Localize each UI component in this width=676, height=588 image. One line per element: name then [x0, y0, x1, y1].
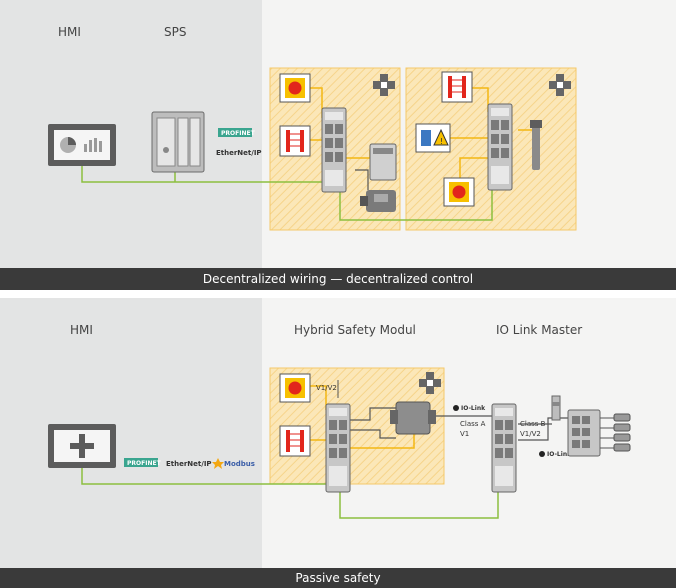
class-a-label: Class A — [460, 420, 486, 428]
yellow-wire-estop3 — [310, 385, 327, 410]
dark-wire-hub — [350, 407, 396, 421]
light-curtain-2 — [441, 71, 473, 103]
iolink-tag-a: IO-Link — [453, 405, 486, 412]
control-level-background-2 — [0, 298, 262, 568]
sensor-cables — [600, 413, 631, 452]
decentralized-control-panel: HMI SPS — [0, 0, 676, 290]
axis-cross-icon-3 — [419, 372, 441, 394]
profinet-logo-2: PROFINET — [124, 458, 162, 467]
caption-text-2: Passive safety — [295, 571, 380, 585]
yellow-wire-lightcurtain2 — [472, 87, 489, 112]
hmi-label: HMI — [58, 25, 81, 39]
yellow-wire-estop2 — [459, 157, 488, 178]
dark-wire-hub-2 — [350, 429, 396, 439]
emergency-stop-3 — [279, 373, 311, 403]
hmi-panel-icon-2 — [48, 424, 116, 468]
yellow-wire-hub — [350, 434, 415, 449]
io-link-hub — [567, 409, 601, 457]
v1v2-label-top: V1/V2 — [316, 384, 337, 392]
proximity-sensor — [530, 120, 542, 170]
io-module-1 — [321, 107, 347, 193]
drive-unit — [369, 143, 397, 181]
svg-text:PROFINET: PROFINET — [127, 460, 162, 467]
caption-banner — [0, 268, 676, 290]
modbus-logo: Modbus — [212, 458, 255, 469]
profinet-logo: PROFINET — [218, 128, 256, 137]
caption-text: Decentralized wiring — decentralized con… — [203, 272, 473, 286]
safety-switch-warning-icon: ! — [415, 123, 451, 153]
light-curtain-1 — [279, 125, 311, 157]
v1-label: V1 — [460, 430, 469, 438]
ethernet-wire-hmi-to-io — [81, 162, 345, 183]
io-link-master-label: IO Link Master — [496, 323, 582, 337]
passive-safety-panel: HMI Hybrid Safety Modul IO Link Master — [0, 298, 676, 588]
svg-text:!: ! — [440, 137, 443, 146]
ethernet-wire-hmi-2 — [81, 468, 330, 485]
motor-icon — [360, 190, 396, 212]
svg-text:IO-Link: IO-Link — [547, 451, 572, 458]
emergency-stop-2 — [443, 177, 475, 207]
iolink-tag-b: IO-Link — [539, 451, 572, 458]
svg-text:IO-Link: IO-Link — [461, 405, 486, 412]
signal-tower — [551, 395, 561, 421]
ethernetip-logo: EtherNet/IP — [216, 149, 262, 157]
ethernetip-logo-2: EtherNet/IP — [166, 460, 212, 468]
light-curtain-3 — [279, 425, 311, 457]
emergency-stop-1 — [279, 73, 311, 103]
class-b-label: Class B — [520, 420, 546, 428]
safety-hub — [390, 401, 436, 435]
io-link-master-module — [491, 403, 517, 493]
yellow-wire-estop1 — [310, 87, 323, 118]
hmi-label-2: HMI — [70, 323, 93, 337]
hybrid-safety-module-label: Hybrid Safety Modul — [294, 323, 416, 337]
sps-controller-icon — [151, 111, 205, 173]
ethernet-wire-hybrid-to-master — [339, 490, 499, 519]
dark-wire-motor — [355, 169, 369, 190]
hybrid-safety-module — [325, 403, 351, 493]
axis-cross-icon-1 — [373, 74, 395, 96]
caption-banner-2 — [0, 568, 676, 588]
svg-text:Modbus: Modbus — [224, 460, 255, 468]
svg-text:PROFINET: PROFINET — [221, 130, 256, 137]
sps-label: SPS — [164, 25, 186, 39]
v1v2-label-b: V1/V2 — [520, 430, 541, 438]
axis-cross-icon-2 — [549, 74, 571, 96]
hmi-panel-icon — [48, 124, 116, 166]
io-module-2 — [487, 103, 513, 191]
ethernet-wire-io-to-io — [339, 188, 493, 221]
